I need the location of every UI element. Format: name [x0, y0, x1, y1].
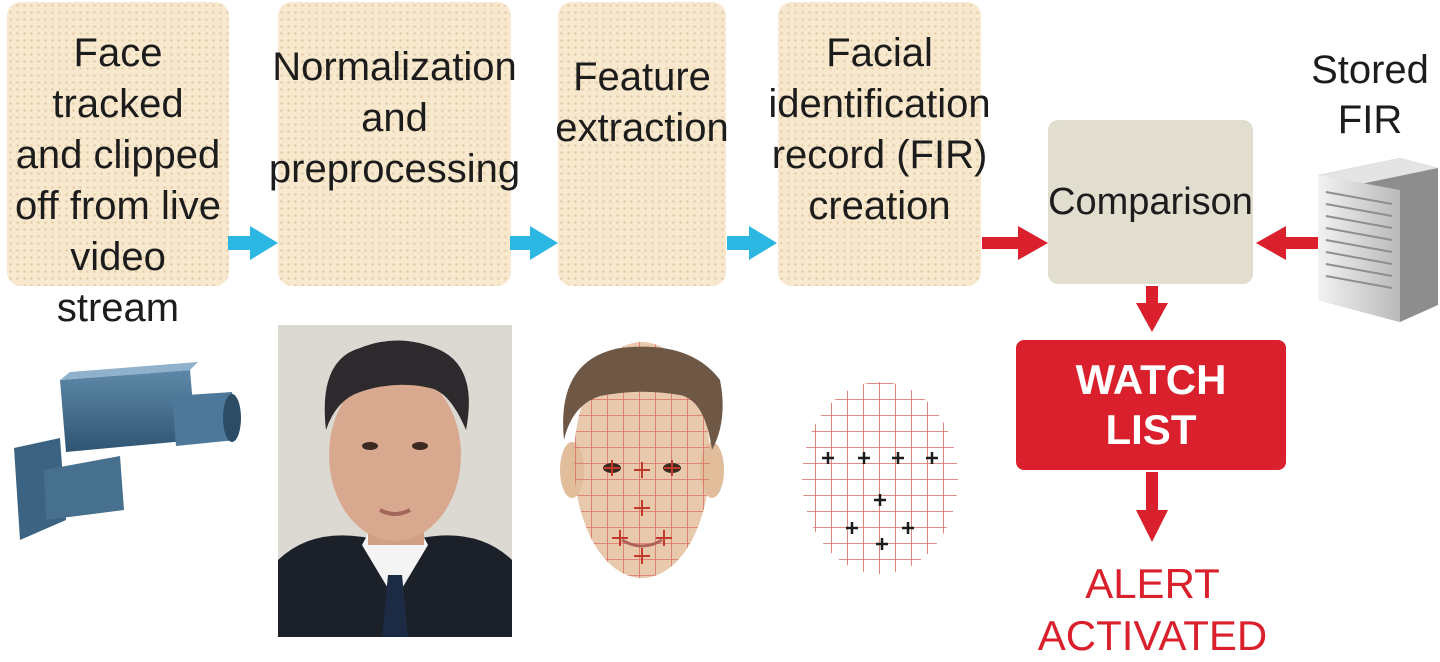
- video-camera-icon: [14, 362, 241, 540]
- flow-arrow-1: [228, 226, 278, 260]
- fir-to-comparison-arrow: [982, 226, 1048, 260]
- server-icon: [1318, 158, 1438, 322]
- face-grid-drawing: [560, 342, 724, 578]
- flow-arrow-3: [727, 226, 777, 260]
- step-fir-creation: Facial identification record (FIR) creat…: [768, 2, 991, 286]
- step-face-tracked: Face tracked and clipped off from live v…: [7, 2, 229, 330]
- step-feature-extraction-label: Feature extraction: [555, 55, 729, 150]
- comparison-to-watchlist-arrow: [1136, 286, 1168, 332]
- step-normalization-label: Normalization and preprocessing: [268, 45, 521, 191]
- step-fir-creation-label: Facial identification record (FIR) creat…: [768, 31, 991, 228]
- stored-to-comparison-arrow: [1256, 226, 1318, 260]
- face-photo: [278, 325, 512, 637]
- step-normalization: Normalization and preprocessing: [269, 2, 520, 286]
- alert-activated-label: ALERT ACTIVATED: [1037, 560, 1268, 659]
- step-face-tracked-label: Face tracked and clipped off from live v…: [15, 31, 221, 330]
- comparison-box: Comparison: [1048, 120, 1253, 284]
- flow-arrow-2: [510, 226, 558, 260]
- watch-list-box: WATCH LIST: [1016, 340, 1286, 470]
- watchlist-to-alert-arrow: [1136, 472, 1168, 542]
- watch-list-label: WATCH LIST: [1075, 356, 1227, 453]
- comparison-label: Comparison: [1048, 180, 1253, 223]
- stored-fir-label: Stored FIR: [1311, 48, 1429, 142]
- feature-point-grid: [802, 382, 958, 574]
- step-feature-extraction: Feature extraction: [555, 2, 729, 286]
